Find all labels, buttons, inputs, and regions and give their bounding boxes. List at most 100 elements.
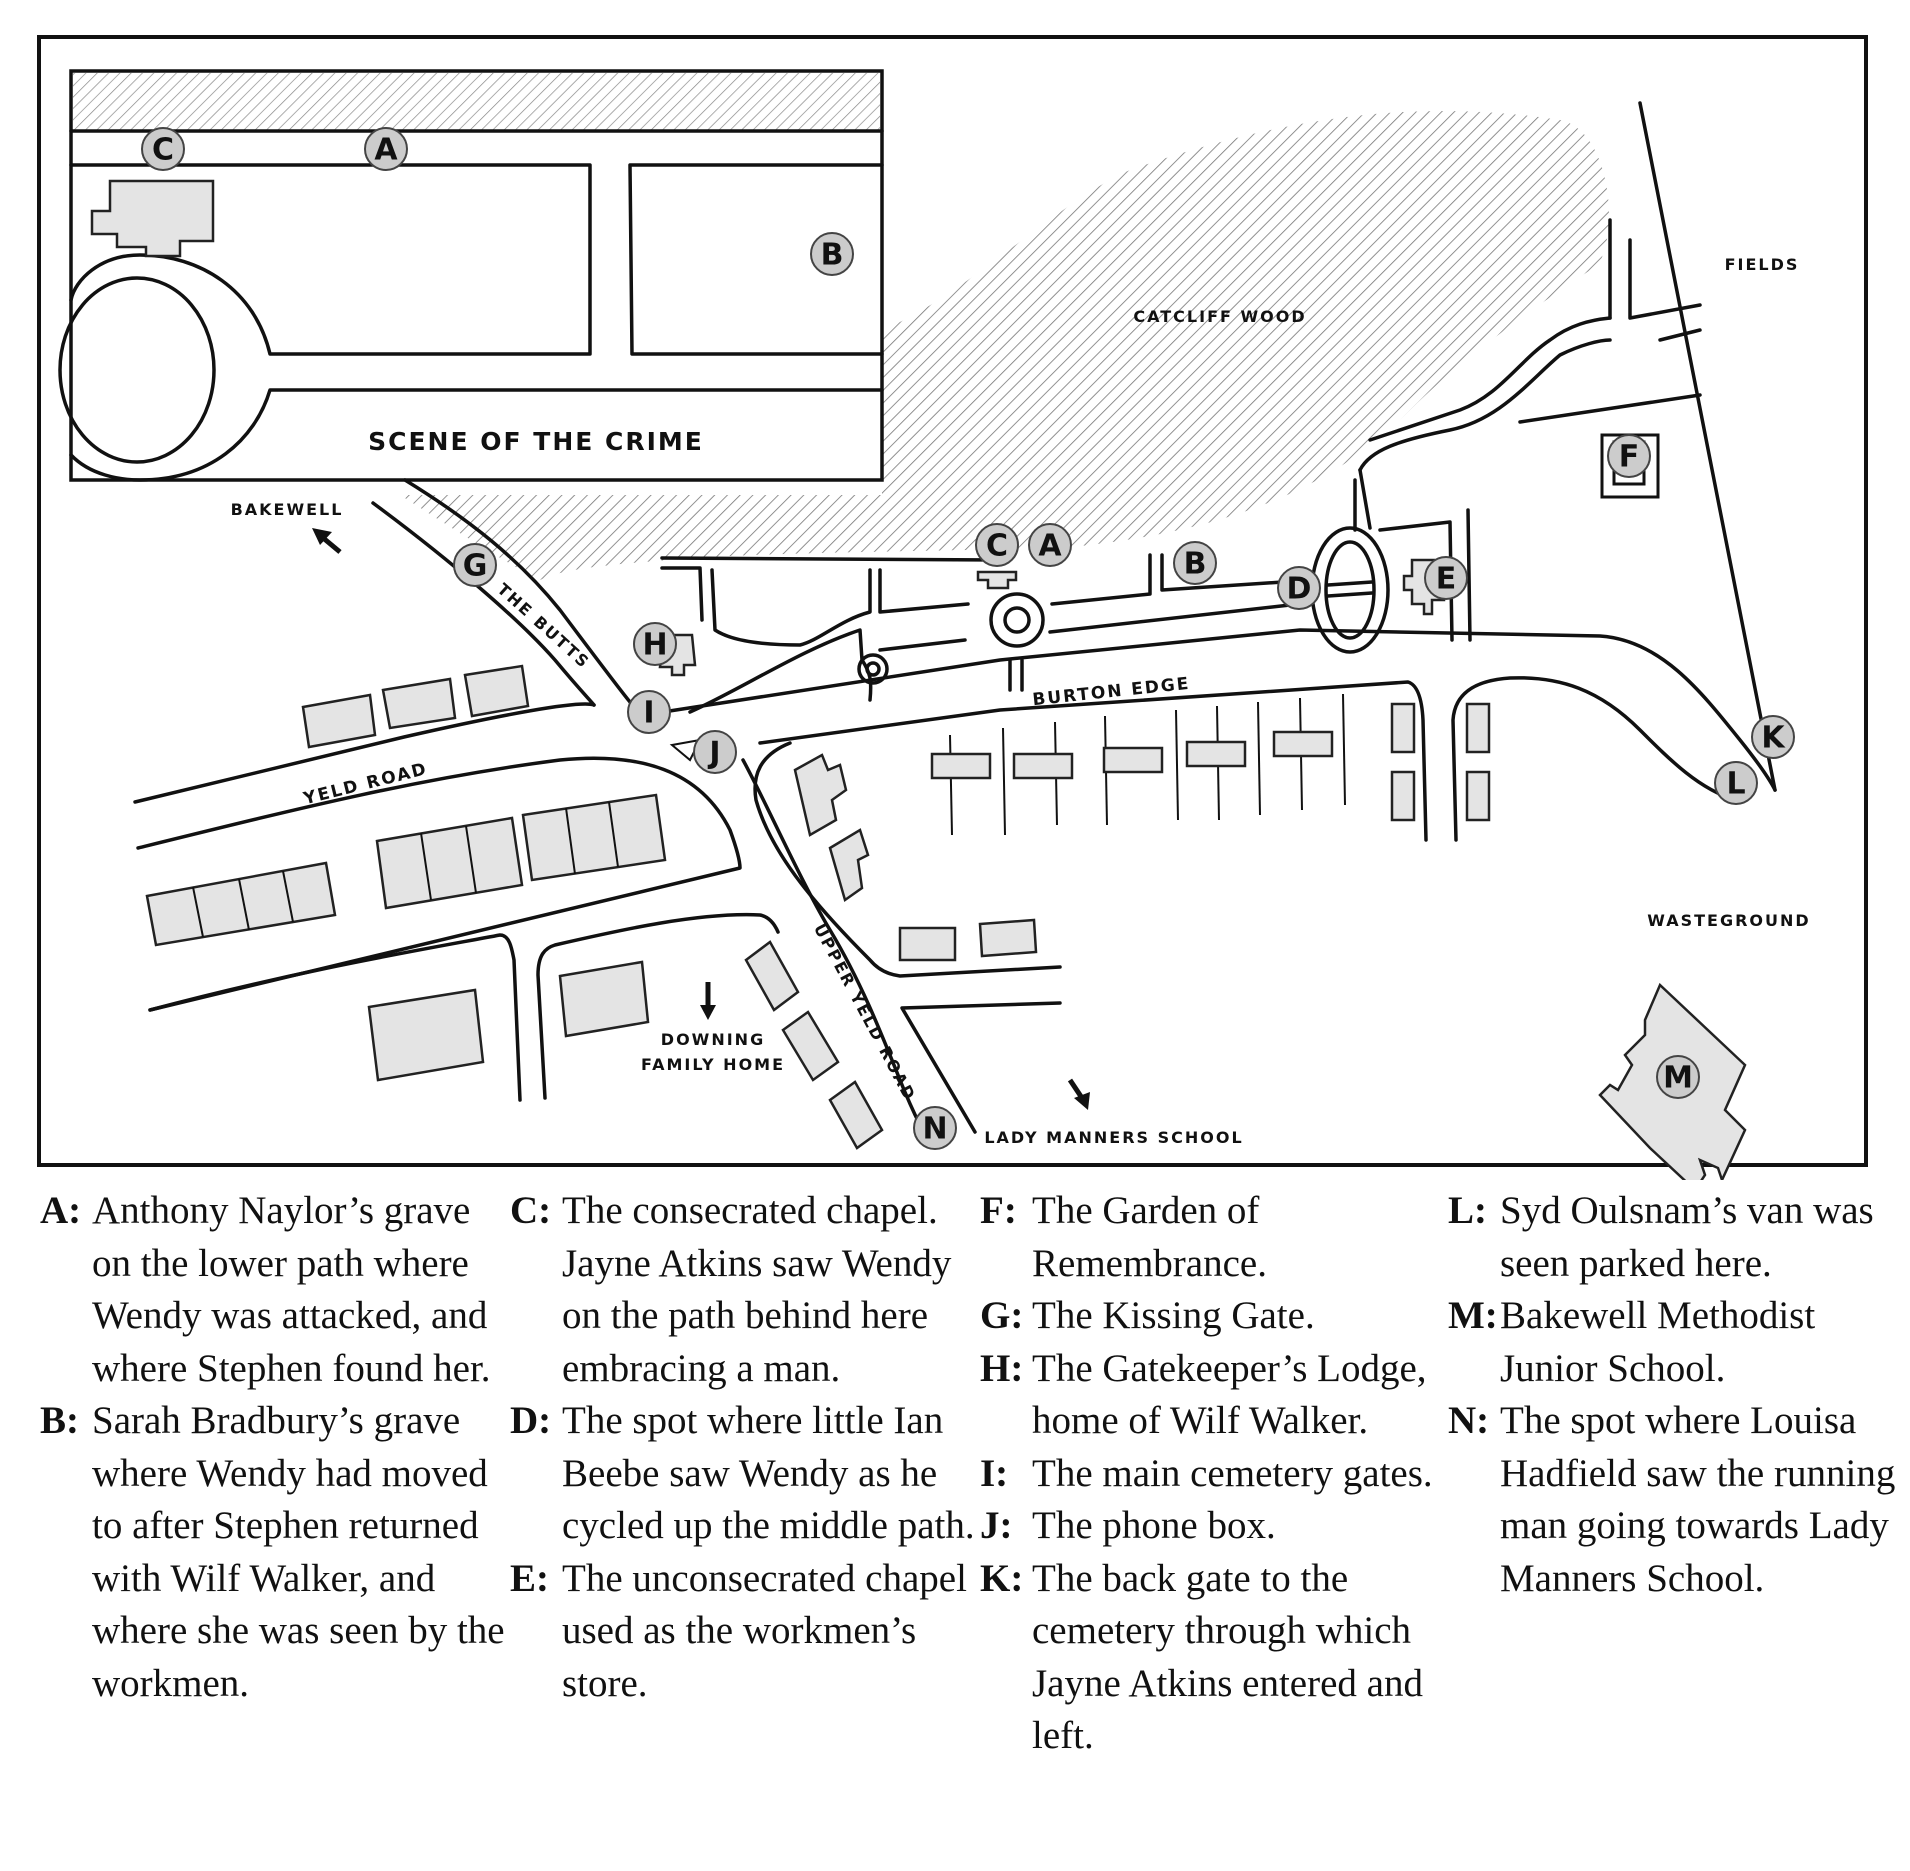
marker-m[interactable]: M [1656, 1055, 1700, 1099]
upper-yeld-road-edge-1 [741, 758, 922, 1127]
marker-g[interactable]: G [453, 543, 497, 587]
house-east-1 [898, 926, 957, 962]
legend-item-h: H: The Gatekeeper’s Lodge, home of Wilf … [980, 1343, 1450, 1448]
inset-marker-c[interactable]: C [141, 127, 185, 171]
legend-item-f: F: The Garden of Remembrance. [980, 1185, 1450, 1290]
marker-c[interactable]: C [975, 523, 1019, 567]
marker-b[interactable]: B [1173, 541, 1217, 585]
svg-text:G: G [463, 549, 488, 584]
roundabout-west-inner [865, 661, 881, 677]
fields-boundary [1638, 101, 1777, 792]
legend-text: The Kissing Gate. [1032, 1294, 1315, 1337]
label-catcliff-wood: CATCLIFF WOOD [1133, 307, 1306, 326]
legend-column-2: C: The consecrated chapel. Jayne Atkins … [510, 1185, 980, 1710]
yeld-road-edge-1 [133, 702, 596, 804]
house-large-2 [558, 960, 650, 1038]
garden-path-upper [1368, 316, 1612, 442]
yeld-road-lower [148, 933, 522, 1102]
roundabout-west [857, 653, 889, 685]
garden-path-north [1608, 218, 1702, 342]
burton-edge-east [1451, 676, 1738, 842]
inset-marker-a[interactable]: A [364, 127, 408, 171]
legend-column-1: A: Anthony Naylor’s grave on the lower p… [40, 1185, 510, 1710]
legend-key: L: [1448, 1189, 1487, 1232]
inset-marker-b[interactable]: B [810, 232, 854, 276]
legend-text: The main cemetery gates. [1032, 1451, 1433, 1495]
house-l-2 [828, 828, 870, 903]
legend-item-i: I: The main cemetery gates. [980, 1448, 1450, 1501]
svg-text:M: M [1663, 1061, 1693, 1096]
marker-e[interactable]: E [1424, 556, 1468, 600]
marker-i[interactable]: I [627, 690, 671, 734]
fields-path [1518, 393, 1702, 424]
catcliff-wood-area [400, 110, 1610, 580]
legend-key: K: [980, 1556, 1024, 1600]
houses-yeld-south [145, 793, 667, 947]
legend-key: B: [40, 1399, 79, 1442]
svg-text:H: H [642, 628, 667, 663]
legend-item-k: K: The back gate to the cemetery through… [980, 1553, 1450, 1763]
svg-text:E: E [1436, 562, 1457, 597]
legend-text: The phone box. [1032, 1504, 1276, 1547]
label-downing-line1: DOWNING [661, 1030, 765, 1049]
svg-text:A: A [374, 133, 398, 168]
inset-title: SCENE OF THE CRIME [368, 427, 704, 456]
arrow-bakewell-icon [312, 528, 342, 554]
svg-text:L: L [1726, 767, 1745, 802]
oval-path-inner [1324, 540, 1376, 640]
legend-key: F: [980, 1189, 1017, 1232]
marker-n[interactable]: N [913, 1106, 957, 1150]
legend-column-3: F: The Garden of Remembrance. G: The Kis… [980, 1185, 1450, 1763]
legend-key: C: [510, 1189, 552, 1232]
arrow-lady-manners-icon [1067, 1078, 1090, 1110]
house-east-2 [978, 918, 1038, 958]
upper-yeld-road-edge-3 [900, 1001, 1062, 1134]
svg-text:F: F [1619, 440, 1640, 475]
cemetery-path-d [1160, 553, 1285, 592]
garden-path-lower [1358, 338, 1612, 472]
legend-text: The unconsecrated chapel used as the wor… [562, 1556, 967, 1705]
svg-text:I: I [643, 696, 654, 731]
marker-l[interactable]: L [1714, 761, 1758, 805]
svg-text:C: C [986, 529, 1008, 564]
legend-text: The Gatekeeper’s Lodge, home of Wilf Wal… [1032, 1346, 1427, 1443]
svg-text:B: B [821, 238, 844, 273]
legend-item-c: C: The consecrated chapel. Jayne Atkins … [510, 1185, 980, 1395]
label-lady-manners: LADY MANNERS SCHOOL [984, 1128, 1243, 1147]
legend-key: M: [1448, 1294, 1498, 1337]
legend-item-g: G: The Kissing Gate. [980, 1290, 1450, 1343]
label-downing-line2: FAMILY HOME [641, 1055, 785, 1074]
legend-item-j: J: The phone box. [980, 1500, 1450, 1553]
legend-item-m: M: Bakewell Methodist Junior School. [1448, 1290, 1910, 1395]
marker-j[interactable]: J [693, 730, 737, 774]
legend-text: Bakewell Methodist Junior School. [1500, 1294, 1816, 1390]
label-wasteground: WASTEGROUND [1647, 911, 1810, 930]
legend-item-a: A: Anthony Naylor’s grave on the lower p… [40, 1185, 510, 1395]
label-fields: FIELDS [1725, 255, 1800, 274]
arrow-downing-icon [700, 982, 716, 1020]
cemetery-path-roundabout-stem [1008, 658, 1024, 692]
label-bakewell: BAKEWELL [231, 500, 344, 519]
legend-key: N: [1448, 1399, 1490, 1442]
svg-text:D: D [1287, 572, 1312, 607]
marker-k[interactable]: K [1751, 715, 1795, 759]
marker-d[interactable]: D [1277, 566, 1321, 610]
legend-key: I: [980, 1451, 1009, 1495]
marker-f[interactable]: F [1607, 434, 1651, 478]
legend-column-4: L: Syd Oulsnam’s van was seen parked her… [1448, 1185, 1910, 1605]
cemetery-path-middle [878, 603, 1292, 652]
cemetery-path-lower [660, 556, 1002, 562]
upper-yeld-road-edge-2 [753, 741, 1062, 978]
houses-upper-yeld [744, 940, 884, 1150]
cemetery-map: SCENE OF THE CRIME [37, 35, 1868, 1180]
legend-item-d: D: The spot where little Ian Beebe saw W… [510, 1395, 980, 1553]
consecrated-chapel-building [976, 570, 1018, 590]
legend-text: Sarah Bradbury’s grave where Wendy had m… [92, 1399, 505, 1705]
marker-a[interactable]: A [1028, 523, 1072, 567]
downing-street-edge [536, 912, 780, 1100]
marker-h[interactable]: H [633, 622, 677, 666]
roundabout-c [989, 592, 1045, 648]
legend-key: J: [980, 1504, 1013, 1547]
svg-text:C: C [152, 133, 174, 168]
legend-text: The spot where little Ian Beebe saw Wend… [562, 1399, 975, 1547]
